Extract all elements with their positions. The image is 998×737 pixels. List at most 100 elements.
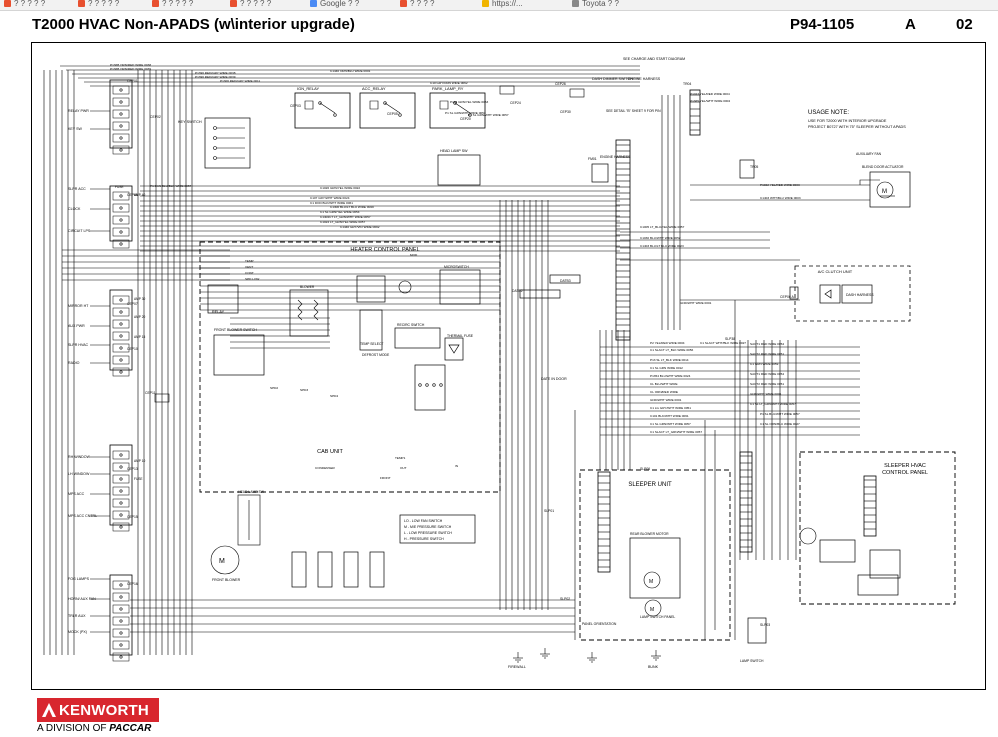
fuse-rating-label: AMP 20 <box>134 315 146 319</box>
blend-door-actuator-box <box>629 537 681 599</box>
actuator-terminal <box>425 383 429 387</box>
bookmark-icon <box>310 0 317 7</box>
bookmark-4[interactable]: ? ? ? ? ? <box>230 0 271 10</box>
division-prefix: A DIVISION OF <box>37 723 107 734</box>
key-switch-label: KEY SWITCH <box>178 120 202 124</box>
wire-label: P1 DAS BLU/BLK WIRE 0057 <box>150 184 192 188</box>
sleeper-unit-outline <box>579 469 731 641</box>
bookmark-icon <box>572 0 579 7</box>
wire-label: FRONT <box>380 476 391 480</box>
wire-label: C1403 BLU/LT BLU WIRE 0023 <box>640 244 684 248</box>
fuse <box>112 85 130 95</box>
component-label: AUXILIARY FAN <box>856 152 882 156</box>
bookmark-8[interactable]: Toyota ? ? <box>572 0 619 10</box>
actuator-terminal <box>432 383 436 387</box>
fuse-terminal <box>119 619 123 623</box>
logo-brand-text: KENWORTH <box>59 702 149 719</box>
relay-terminal <box>383 101 387 105</box>
fuse-terminal <box>119 310 123 314</box>
auxiliary-fan-motor <box>876 181 894 199</box>
fuse-terminal <box>119 100 123 104</box>
relay-body <box>429 92 486 129</box>
heater-control-panel-label: HEATER CONTROL PANEL <box>350 247 419 253</box>
cab-actuator <box>317 551 333 588</box>
connector-label: SLP02 <box>560 597 570 601</box>
dash-dimmer-switch <box>591 163 609 183</box>
pinout-connector <box>615 139 631 341</box>
fuse-terminal <box>119 607 123 611</box>
sleeper-hvac-control-panel-outline <box>799 451 956 605</box>
wire-label: C1440 ORN/BLU WIRE 0001 <box>330 69 371 73</box>
relay-terminal <box>398 113 402 117</box>
relay-contact <box>319 102 336 114</box>
left-circuit-label: RADIO <box>68 361 80 365</box>
tower-wire <box>859 179 880 185</box>
wire-label: P136B ORN/RED WIRE 0038 <box>110 63 151 67</box>
relay-label: IGN_RELAY <box>297 86 319 91</box>
hvac-mode-switch <box>819 539 856 563</box>
cab-unit-label: CAB UNIT <box>317 449 343 455</box>
bookmark-icon <box>152 0 159 7</box>
component-label: DEFROST MODE <box>362 353 390 357</box>
component-label: ENGINE HARNESS <box>600 155 631 159</box>
wire-label: TEMP1 <box>395 456 406 460</box>
hvac-temp-sensor <box>799 527 817 545</box>
engine-connector <box>789 286 799 300</box>
bookmark-5[interactable]: Google ? ? <box>310 0 359 10</box>
fuse <box>112 145 130 155</box>
wire-label: GND/WHT WIRE 0001 <box>750 392 782 396</box>
fuse-terminal <box>119 595 123 599</box>
connector-label: CEP06 A <box>780 295 794 299</box>
fuse-terminal <box>119 465 123 469</box>
usage-note-title: USAGE NOTE: <box>808 110 849 116</box>
bookmark-3[interactable]: ? ? ? ? ? <box>152 0 193 10</box>
bookmark-7[interactable]: https://... <box>482 0 523 10</box>
fuse <box>112 616 130 626</box>
fuse <box>112 498 130 508</box>
front-blower-switch <box>213 334 265 376</box>
fuse-terminal <box>119 655 123 659</box>
tr04-connector <box>689 89 701 136</box>
fuse-block <box>109 185 133 242</box>
bookmark-2[interactable]: ? ? ? ? ? <box>78 0 119 10</box>
document-number: P94-1105 <box>790 16 855 33</box>
wire-label: C1 SL ORN/BLU WIRE 0027 <box>760 422 800 426</box>
slp06b-connector <box>739 451 753 553</box>
wire-label: C1 SL LT_GRN/WHT WIRE 0057 <box>750 402 796 406</box>
bookmark-1[interactable]: ? ? ? ? ? <box>4 0 45 10</box>
bookmark-icon <box>230 0 237 7</box>
defrost-mode-switch <box>439 269 481 305</box>
inline-fuse <box>154 393 170 403</box>
left-circuit-label: MPS ACC CNTRL <box>68 514 97 518</box>
fuse-terminal <box>119 194 123 198</box>
fuse <box>112 97 130 107</box>
lamp-switch-panel <box>747 617 767 644</box>
blend-door-motor-letter: M <box>649 579 653 585</box>
dash-harness-top-label: DASH DIMMER SWITCH <box>592 77 633 81</box>
fuse-rating-label: FUSE <box>115 185 124 189</box>
fuse-terminal <box>119 631 123 635</box>
fuse <box>112 319 130 329</box>
wire-label: CL ORN/RED WIRE <box>650 390 678 394</box>
fuse-rating-label: AMP 30 <box>134 297 146 301</box>
bookmark-6[interactable]: ? ? ? ? <box>400 0 434 10</box>
hvac-switch-bank <box>857 574 899 596</box>
fuse-terminal <box>119 218 123 222</box>
wire-label: C1 SLACT LT_GRN/WHT WIRE 0057 <box>650 430 702 434</box>
bookmark-label: ? ? ? ? ? <box>162 0 194 8</box>
key-switch-body <box>204 117 251 169</box>
wire-label: P1354 BLU/WHT WIRE 0024 <box>650 374 691 378</box>
cab-actuator <box>343 551 359 588</box>
thermal-fuse-block <box>237 494 261 546</box>
fuse-block <box>109 79 133 149</box>
wire-label: C1026 GRN/YEL WIRE 0022 <box>320 186 360 190</box>
connector-label: SLP06 <box>640 467 650 471</box>
wire-label: SACT1 RED WIRE 0054 <box>750 342 784 346</box>
fuse <box>112 462 130 472</box>
bookmark-icon <box>78 0 85 7</box>
left-circuit-label: CLOCK <box>68 207 81 211</box>
blower-speed-resistor <box>289 289 329 337</box>
actuator-terminal <box>439 383 443 387</box>
resistor-label: BLOWER <box>300 285 315 289</box>
bookmark-label: Google ? ? <box>320 0 360 8</box>
